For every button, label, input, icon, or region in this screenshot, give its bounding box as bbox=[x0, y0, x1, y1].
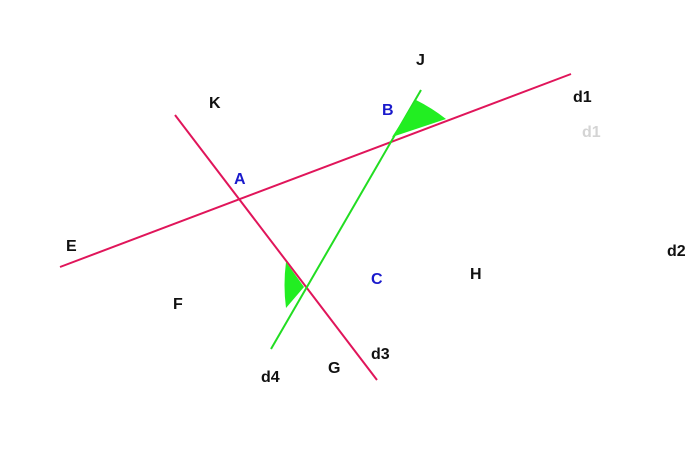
angle-marker-at-c bbox=[284, 262, 304, 308]
angle-marker-at-b bbox=[392, 100, 446, 137]
point-label-c: C bbox=[371, 271, 383, 288]
point-label-a: A bbox=[234, 171, 246, 188]
line-label-d2: d2 bbox=[667, 243, 686, 260]
line-label-d1: d1 bbox=[573, 89, 592, 106]
line-d1 bbox=[59, 73, 572, 268]
line-label-d3: d3 bbox=[371, 346, 390, 363]
label-g: G bbox=[328, 360, 340, 377]
line-label-d4: d4 bbox=[261, 369, 280, 386]
label-j: J bbox=[416, 52, 425, 69]
point-label-b: B bbox=[382, 102, 394, 119]
line-label-d1-faint: d1 bbox=[582, 124, 601, 141]
label-h: H bbox=[470, 266, 482, 283]
line-d3 bbox=[174, 114, 378, 381]
label-f: F bbox=[173, 296, 183, 313]
label-k: K bbox=[209, 95, 221, 112]
label-e: E bbox=[66, 238, 77, 255]
